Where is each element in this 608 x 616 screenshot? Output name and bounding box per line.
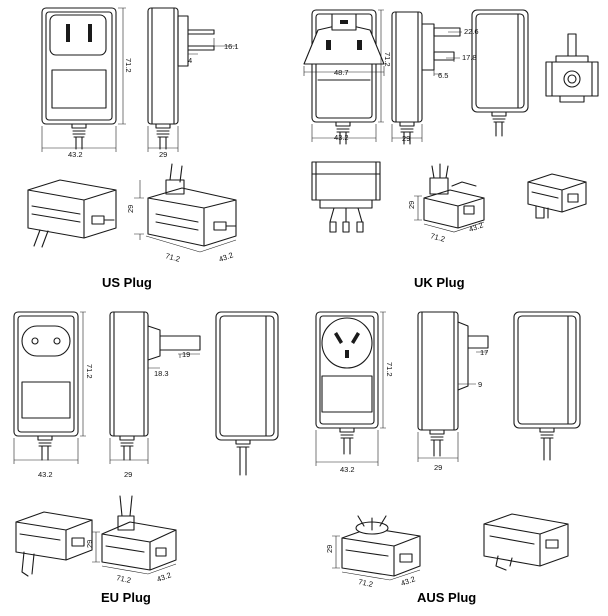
eu-front-width-label: 43.2	[38, 470, 53, 479]
uk-side-view	[391, 11, 462, 145]
aus-front-height-label: 71.2	[385, 362, 394, 377]
eu-iso-height-label: 29	[85, 540, 94, 548]
eu-side-view	[109, 311, 201, 464]
us-front-width-label: 43.2	[68, 150, 83, 159]
uk-prong-top-label: 22.6	[464, 27, 479, 36]
us-iso-left	[27, 179, 117, 248]
aus-back-view	[513, 311, 581, 461]
uk-front-width-label: 43.2	[334, 133, 349, 142]
aus-iso-right	[483, 513, 569, 571]
eu-iso-left	[15, 511, 93, 577]
aus-pin-offset-label: 9	[478, 380, 482, 389]
uk-iso-mid	[414, 163, 485, 233]
uk-prong-gap-label: 6.5	[438, 71, 448, 80]
aus-iso-height-label: 29	[325, 545, 334, 553]
aus-iso-width-label: 43.2	[400, 574, 417, 587]
us-front-view	[41, 7, 126, 152]
uk-front-height-label: 71.2	[383, 52, 392, 67]
uk-prong-mid-label: 17.8	[462, 53, 477, 62]
eu-iso-length-label: 71.2	[116, 573, 132, 585]
eu-front-view	[13, 311, 86, 464]
eu-front-height-label: 71.2	[85, 364, 94, 379]
aus-front-view	[315, 311, 386, 466]
aus-front-width-label: 43.2	[340, 465, 355, 474]
us-iso-height-label: 29	[126, 205, 135, 213]
uk-iso-right	[527, 173, 587, 219]
uk-front-view	[303, 9, 385, 145]
uk-iso-left	[311, 161, 381, 233]
aus-iso-left	[332, 515, 421, 581]
aus-iso-length-label: 71.2	[358, 577, 374, 589]
aus-side-view	[417, 311, 489, 462]
uk-plug-width-label: 48.7	[334, 68, 349, 77]
us-side-depth-label: 29	[159, 150, 167, 159]
uk-side-depth-label: 29	[402, 134, 410, 143]
eu-plug-title: EU Plug	[101, 590, 151, 605]
us-iso-length-label: 71.2	[164, 251, 180, 263]
us-prong-length-label: 16.1	[224, 42, 239, 51]
eu-back-view	[215, 311, 279, 476]
uk-iso-height-label: 29	[407, 201, 416, 209]
eu-pin-length-label: 19	[182, 350, 190, 359]
eu-side-depth-label: 29	[124, 470, 132, 479]
us-front-height-label: 71.2	[124, 58, 133, 73]
us-iso-right	[134, 163, 237, 253]
uk-iso-length-label: 71.2	[429, 231, 445, 243]
eu-iso-right	[92, 495, 177, 575]
aus-pin-length-label: 17	[480, 348, 488, 357]
us-side-view	[147, 7, 236, 152]
uk-back-view	[471, 9, 529, 137]
aus-side-depth-label: 29	[434, 463, 442, 472]
eu-pin-offset-label: 18.3	[154, 369, 169, 378]
uk-plug-title: UK Plug	[414, 275, 465, 290]
us-iso-width-label: 43.2	[218, 250, 235, 263]
us-prong-gap-label: 4	[188, 56, 192, 65]
aus-plug-title: AUS Plug	[417, 590, 476, 605]
eu-iso-width-label: 43.2	[156, 570, 173, 583]
uk-plug-face-view	[545, 33, 599, 103]
us-plug-title: US Plug	[102, 275, 152, 290]
